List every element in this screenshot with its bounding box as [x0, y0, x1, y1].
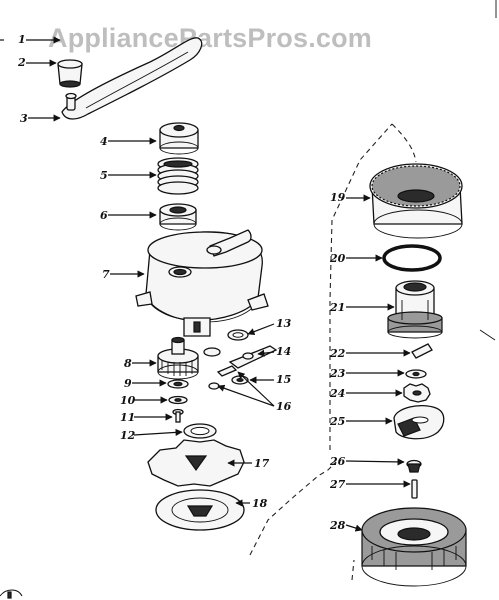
part-13-clip [227, 329, 249, 341]
callout-24: 24 [329, 387, 345, 400]
part-19-ring-housing [369, 163, 463, 239]
callout-7: 7 [102, 268, 110, 281]
callout-18: 18 [252, 497, 268, 510]
part-10-washer [168, 395, 188, 405]
part-4-cap [159, 122, 199, 155]
part-23-washer [405, 369, 427, 379]
callout-14: 14 [276, 345, 291, 358]
part-6-collar [159, 203, 197, 231]
part-16-spring-clips [203, 347, 238, 390]
part-27-pin [411, 479, 418, 499]
callout-1: 1 [18, 33, 26, 46]
callout-22: 22 [329, 347, 346, 360]
part-25-cam [393, 404, 445, 440]
callout-25: 25 [329, 415, 345, 428]
part-5-spring [157, 157, 199, 195]
part-18-disc [155, 489, 245, 531]
scan-edges [0, 0, 497, 341]
part-21-cylinder [387, 280, 443, 339]
part-26-screw [406, 459, 422, 473]
part-11-screw [172, 408, 184, 423]
callout-10: 10 [120, 394, 136, 407]
callout-21: 21 [329, 301, 345, 314]
callout-23: 23 [329, 367, 346, 380]
callout-4: 4 [100, 135, 108, 148]
callout-9: 9 [124, 377, 132, 390]
callout-3: 3 [20, 112, 28, 125]
part-1-lever [61, 37, 203, 120]
part-9-washer [167, 379, 189, 389]
callout-15: 15 [276, 373, 291, 386]
callout-8: 8 [124, 357, 132, 370]
callout-17: 17 [254, 457, 270, 470]
callout-5: 5 [100, 169, 108, 182]
callout-19: 19 [330, 191, 346, 204]
watermark: AppliancePartsPros.com [48, 23, 372, 53]
callout-11: 11 [120, 411, 135, 424]
callout-26: 26 [329, 455, 346, 468]
corner-mark [0, 589, 23, 599]
callouts: 1 2 3 4 5 6 7 8 9 10 11 12 13 14 15 16 [17, 33, 411, 532]
callout-16: 16 [276, 400, 292, 413]
callout-12: 12 [120, 429, 136, 442]
callout-20: 20 [329, 252, 346, 265]
part-20-o-ring [382, 244, 442, 272]
part-17-star-plate [147, 439, 245, 487]
part-8-gear [157, 336, 199, 380]
callout-13: 13 [276, 317, 292, 330]
part-24-gear-nut [403, 383, 431, 403]
part-28-base-ring [361, 507, 467, 587]
part-14-arm [228, 345, 278, 369]
callout-2: 2 [17, 56, 26, 69]
part-22-key [411, 343, 433, 359]
callout-6: 6 [100, 209, 108, 222]
part-12-ring [183, 423, 217, 439]
callout-27: 27 [329, 478, 346, 491]
part-7-housing [135, 229, 269, 337]
part-2-knob [57, 59, 83, 88]
callout-28: 28 [329, 519, 346, 532]
